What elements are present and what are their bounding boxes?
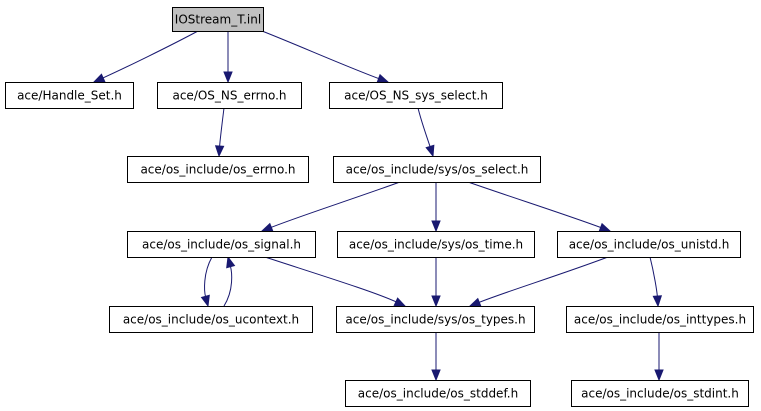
edge-sys-os-time-to-sys-os-types [431,257,441,308]
node-box [333,156,541,183]
node-os-errno[interactable]: ace/os_include/os_errno.h [127,156,309,183]
node-os-stddef[interactable]: ace/os_include/os_stddef.h [345,380,531,407]
node-handle-set[interactable]: ace/Handle_Set.h [5,82,134,109]
node-label: ace/os_include/os_stdint.h [581,387,739,401]
node-sys-os-select[interactable]: ace/os_include/sys/os_select.h [333,156,541,183]
node-os-signal[interactable]: ace/os_include/os_signal.h [127,231,316,258]
edge-os-unistd-to-sys-os-types [468,256,609,307]
edge-sys-os-select-to-os-signal [260,181,401,232]
node-label: ace/os_include/os_ucontext.h [123,313,299,327]
arrowhead [425,144,435,158]
edge-sys-os-select-to-sys-os-time [431,182,441,233]
node-label: ace/os_include/os_inttypes.h [574,313,746,327]
edge-line [219,107,225,148]
node-iostream: IOStream_T.inl [172,7,264,32]
node-os-ns-sys-select[interactable]: ace/OS_NS_sys_select.h [329,82,503,109]
edge-line [478,256,609,304]
node-box [345,380,531,407]
node-label: ace/os_include/os_unistd.h [569,238,730,252]
arrowhead [431,369,441,382]
node-box [127,156,309,183]
arrowhead [468,297,482,307]
node-box [127,231,316,258]
edge-os-ucontext-to-os-signal [223,255,236,307]
edges-layer [92,30,664,382]
edge-os-ns-sys-select-to-sys-os-select [417,107,435,158]
node-os-stdint[interactable]: ace/os_include/os_stdint.h [571,380,749,407]
node-label: ace/os_include/sys/os_select.h [346,163,529,177]
edge-line [101,30,199,79]
edge-os-unistd-to-os-inttypes [649,256,663,308]
node-label: ace/OS_NS_sys_select.h [344,89,488,103]
edge-sys-os-types-to-os-stddef [431,332,441,382]
edge-line [270,181,401,229]
node-os-ucontext[interactable]: ace/os_include/os_ucontext.h [109,306,313,333]
edge-iostream-to-handle-set [92,30,199,83]
node-label: ace/Handle_Set.h [17,89,122,103]
node-box [571,380,749,407]
node-label: ace/OS_NS_errno.h [172,89,286,103]
arrowhead [598,222,612,232]
edge-os-inttypes-to-os-stdint [654,331,664,382]
edge-line [261,30,380,80]
nodes-layer: IOStream_T.inl ace/Handle_Set.h ace/OS_NS_… [5,7,754,407]
node-label: ace/os_include/os_signal.h [142,238,301,252]
edge-os-ns-errno-to-os-errno [214,107,225,158]
node-label: ace/os_include/sys/os_time.h [349,238,523,252]
node-label: ace/os_include/sys/os_types.h [345,313,525,327]
edge-line [223,265,233,307]
node-box [5,82,134,109]
edge-line [649,256,658,298]
edge-os-signal-to-os-ucontext [200,256,213,308]
node-box [157,82,302,109]
node-box [109,306,313,333]
arrowhead [654,369,664,382]
edge-line [467,181,602,229]
node-os-inttypes[interactable]: ace/os_include/os_inttypes.h [566,306,754,333]
node-label: IOStream_T.inl [175,13,261,27]
node-box [336,306,535,333]
arrowhead [376,73,390,83]
edge-iostream-to-os-ns-errno [223,31,233,84]
edge-line [264,256,398,303]
node-label: ace/os_include/os_stddef.h [358,387,518,401]
arrowhead [431,220,441,233]
node-box [172,7,264,32]
edge-os-signal-to-sys-os-types [264,256,407,307]
edge-line [204,256,213,298]
edge-line [417,107,431,148]
arrowhead [223,71,233,84]
node-box [337,231,535,258]
edge-sys-os-select-to-os-unistd [467,181,612,232]
node-sys-os-types[interactable]: ace/os_include/sys/os_types.h [336,306,535,333]
edge-iostream-to-os-ns-sys-select [261,30,390,83]
node-box [557,231,741,258]
arrowhead [431,295,441,308]
arrowhead [393,297,407,307]
arrowhead [260,222,274,232]
arrowhead [652,295,663,308]
node-box [566,306,754,333]
node-sys-os-time[interactable]: ace/os_include/sys/os_time.h [337,231,535,258]
node-os-unistd[interactable]: ace/os_include/os_unistd.h [557,231,741,258]
node-box [329,82,503,109]
node-label: ace/os_include/os_errno.h [140,163,295,177]
arrowhead [226,255,236,269]
arrowhead [92,73,106,83]
arrowhead [200,294,210,308]
node-os-ns-errno[interactable]: ace/OS_NS_errno.h [157,82,302,109]
arrowhead [214,145,225,158]
